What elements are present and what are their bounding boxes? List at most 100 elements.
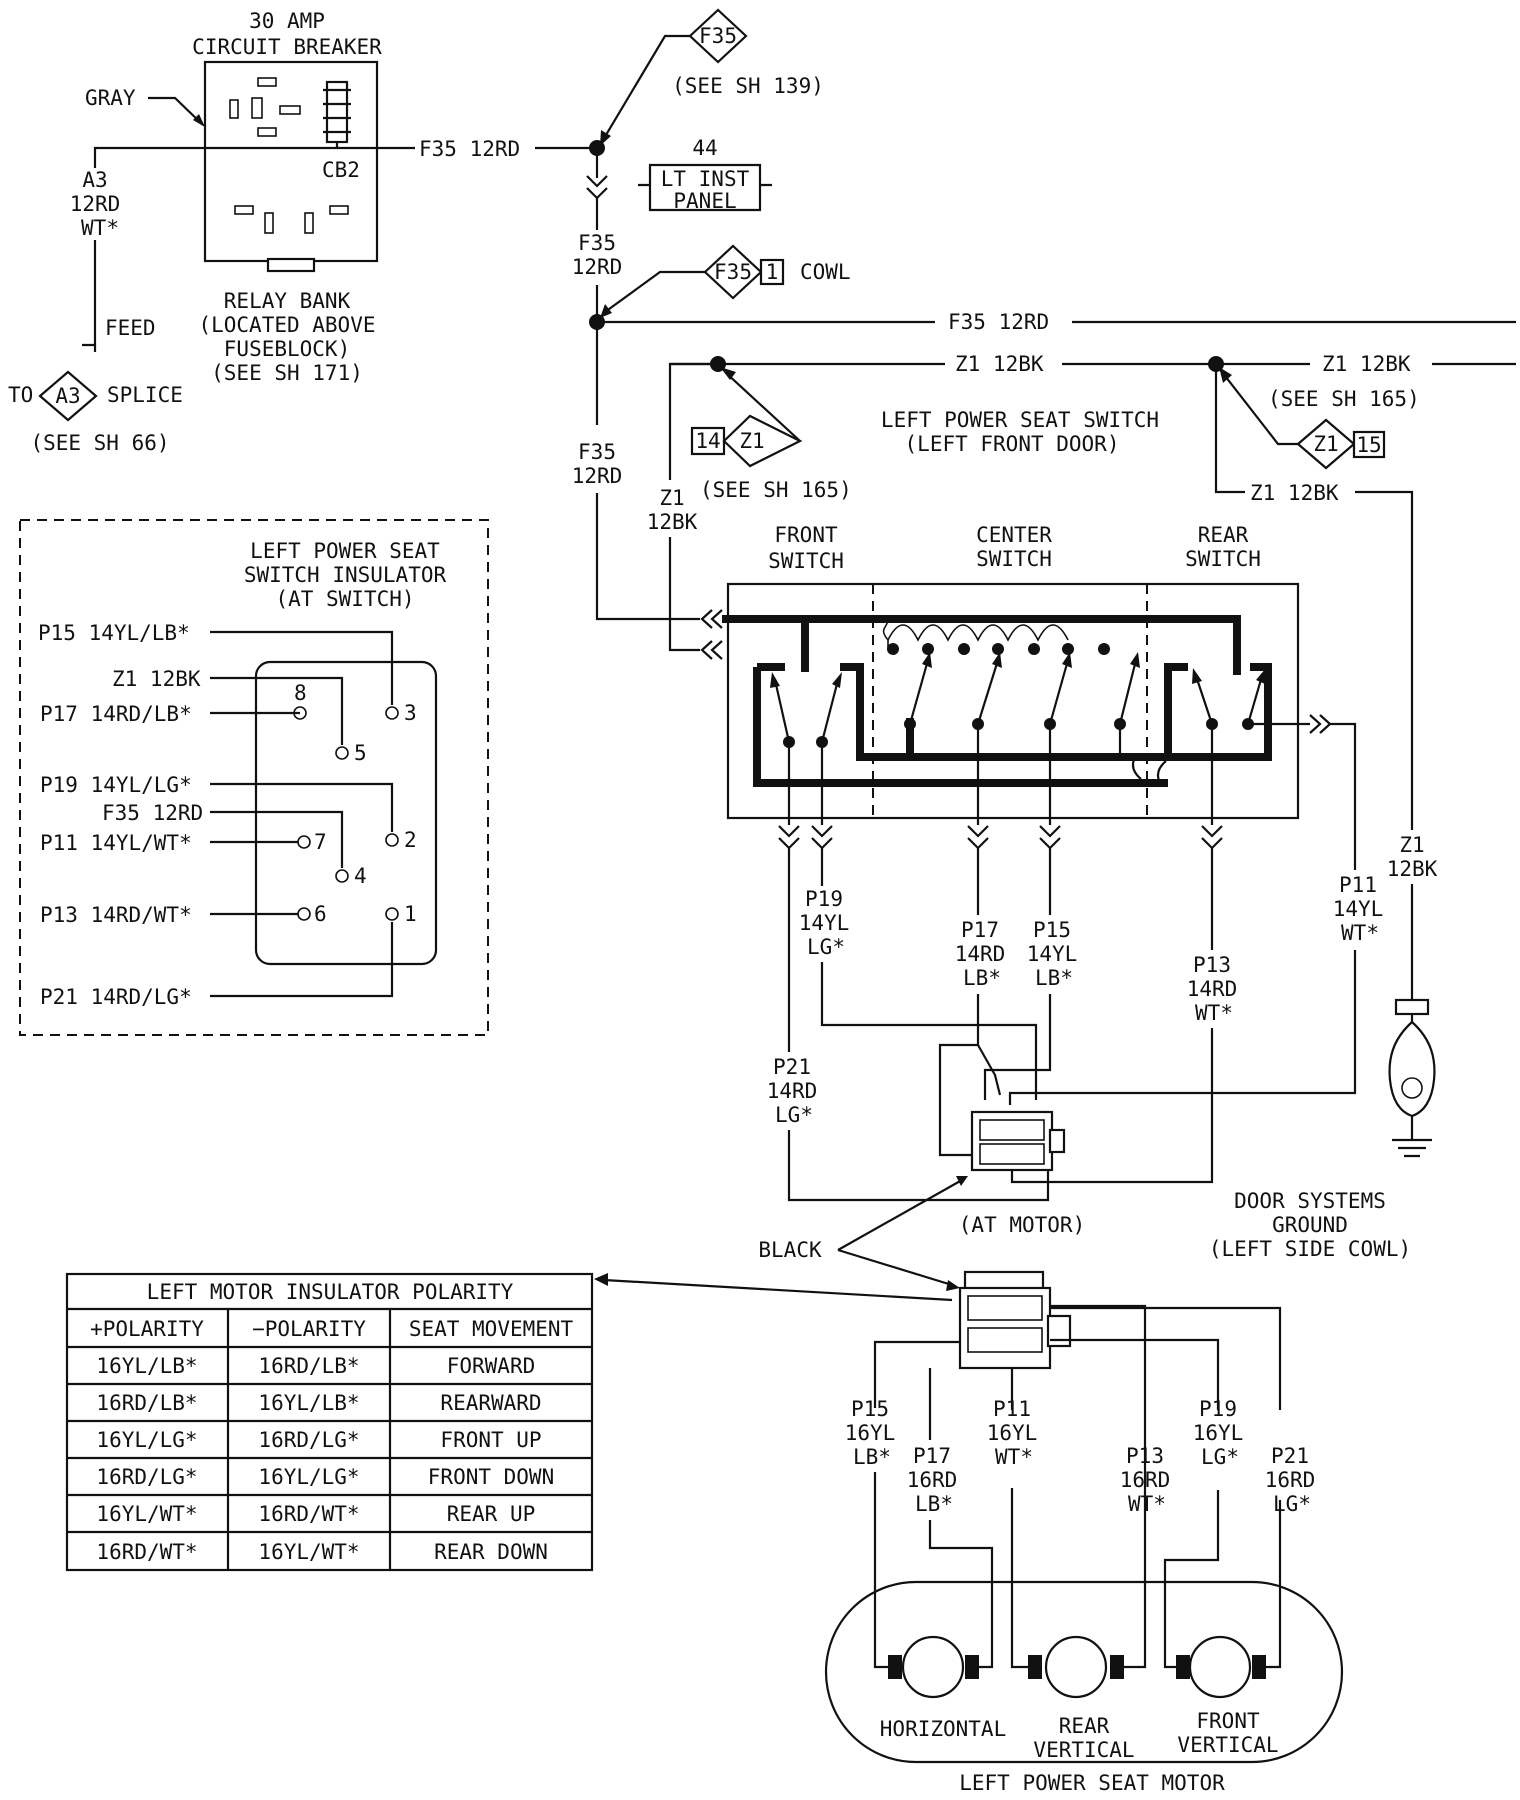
f35-vertical-1: F35 xyxy=(578,231,616,255)
mw-p15-3: LB* xyxy=(853,1445,891,1469)
table-cell: REARWARD xyxy=(440,1391,541,1415)
f35-main-label: F35 12RD xyxy=(948,310,1049,334)
mw-p17-3: LB* xyxy=(915,1492,953,1516)
cowl-pin: 1 xyxy=(766,260,779,284)
table-cell: 16RD/LB* xyxy=(96,1391,197,1415)
f35-flag-diamond xyxy=(688,8,748,64)
motor-insulator-connector xyxy=(873,1270,1282,1655)
wire-p21-2: 14RD xyxy=(767,1079,818,1103)
relay-bank-label-1: RELAY BANK xyxy=(224,289,351,313)
switch-housing xyxy=(726,582,1300,820)
wire-p13-1: P13 xyxy=(1193,953,1231,977)
ins-wire-f35: F35 12RD xyxy=(102,801,203,825)
table-cell: REAR DOWN xyxy=(434,1540,548,1564)
motor-housing xyxy=(824,1580,1344,1764)
mw-p15-1: P15 xyxy=(851,1397,889,1421)
switch-title-1: LEFT POWER SEAT SWITCH xyxy=(881,408,1159,432)
pin-8: 8 xyxy=(294,681,307,705)
inst-panel-label-2: PANEL xyxy=(673,189,736,213)
z1-label-c: Z1 12BK xyxy=(1250,481,1339,505)
table-cell: REAR UP xyxy=(447,1502,536,1526)
wire-p15-2: 14YL xyxy=(1027,942,1078,966)
relay-slot xyxy=(304,212,314,234)
insulator-title-3: (AT SWITCH) xyxy=(275,587,414,611)
relay-slot xyxy=(229,99,239,119)
wire-p15-1: P15 xyxy=(1033,918,1071,942)
table-cell: FRONT UP xyxy=(440,1428,541,1452)
ground-label-1: DOOR SYSTEMS xyxy=(1234,1189,1386,1213)
table-cell: 16YL/LB* xyxy=(258,1391,359,1415)
ground-lug-top xyxy=(1394,998,1430,1016)
wire-p13-3: WT* xyxy=(1195,1001,1233,1025)
table-header-movement: SEAT MOVEMENT xyxy=(409,1317,574,1341)
mw-p17-2: 16RD xyxy=(907,1468,958,1492)
mw-p11-3: WT* xyxy=(995,1445,1033,1469)
table-title: LEFT MOTOR INSULATOR POLARITY xyxy=(147,1280,514,1304)
mw-p19-2: 16YL xyxy=(1193,1421,1244,1445)
wire-z1-2: 12BK xyxy=(1387,857,1438,881)
z1-vertical-2: 12BK xyxy=(647,510,698,534)
feed-to: TO xyxy=(8,383,33,407)
ins-wire-p21: P21 14RD/LG* xyxy=(40,985,192,1009)
table-cell: 16RD/WT* xyxy=(96,1540,197,1564)
f35-flag-ref: (SEE SH 139) xyxy=(672,74,824,98)
motor-rear-label-2: VERTICAL xyxy=(1033,1738,1134,1762)
center-switch-label-2: SWITCH xyxy=(976,547,1052,571)
insulator-title-1: LEFT POWER SEAT xyxy=(250,539,440,563)
ground-label-3: (LEFT SIDE COWL) xyxy=(1209,1237,1411,1261)
motor-title: LEFT POWER SEAT MOTOR xyxy=(959,1771,1225,1795)
mw-p15-2: 16YL xyxy=(845,1421,896,1445)
mw-p11-2: 16YL xyxy=(987,1421,1038,1445)
feed-ref: (SEE SH 66) xyxy=(30,431,169,455)
relay-slot xyxy=(329,205,349,215)
f35-flag-label: F35 xyxy=(699,24,737,48)
insulator-dashed-border xyxy=(19,519,489,1036)
wire-p17-2: 14RD xyxy=(955,942,1006,966)
wire-p21-3: LG* xyxy=(775,1103,813,1127)
mw-p13-1: P13 xyxy=(1126,1444,1164,1468)
wire-p11-2: 14YL xyxy=(1333,897,1384,921)
mw-p13-3: WT* xyxy=(1128,1492,1166,1516)
pin-3: 3 xyxy=(404,701,417,725)
rear-vertical-motor xyxy=(1044,1635,1108,1699)
motor-front-label-1: FRONT xyxy=(1196,1709,1260,1733)
mw-p19-1: P19 xyxy=(1199,1397,1237,1421)
relay-slot xyxy=(251,97,263,119)
relay-bank-label-4: (SEE SH 171) xyxy=(211,361,363,385)
connector-at-motor: (AT MOTOR) BLACK xyxy=(758,1110,1085,1291)
horizontal-motor xyxy=(901,1635,965,1699)
mw-p11-1: P11 xyxy=(993,1397,1031,1421)
pin-2: 2 xyxy=(404,828,417,852)
motor-connector-body xyxy=(970,1110,1054,1172)
z1-ref-right: (SEE SH 165) xyxy=(1268,387,1420,411)
f35-vertical-3: F35 xyxy=(578,440,616,464)
insulator-title-2: SWITCH INSULATOR xyxy=(244,563,447,587)
relay-slot xyxy=(234,205,254,215)
z1-label-a: Z1 12BK xyxy=(955,352,1044,376)
table-cell: FRONT DOWN xyxy=(428,1465,554,1489)
table-cell: 16YL/WT* xyxy=(258,1540,359,1564)
feed-wire-1: A3 xyxy=(82,168,107,192)
ins-wire-p19: P19 14YL/LG* xyxy=(40,773,192,797)
mw-p19-3: LG* xyxy=(1201,1445,1239,1469)
cowl-pin-box xyxy=(759,258,785,286)
relay-slot xyxy=(257,77,277,87)
switch-title-2: (LEFT FRONT DOOR) xyxy=(905,432,1120,456)
inst-panel-box xyxy=(648,163,762,212)
wire-p13-2: 14RD xyxy=(1187,977,1238,1001)
table-cell: 16RD/LG* xyxy=(258,1428,359,1452)
f35-vertical-2: 12RD xyxy=(572,255,623,279)
a3-connector-diamond xyxy=(38,370,98,422)
pin-5: 5 xyxy=(354,741,367,765)
relay-slot xyxy=(264,212,274,234)
mw-p17-1: P17 xyxy=(913,1444,951,1468)
table-cell: 16RD/LB* xyxy=(258,1354,359,1378)
table-header-plus: +POLARITY xyxy=(90,1317,204,1341)
f35-wire-label: F35 12RD xyxy=(419,137,520,161)
pin-7: 7 xyxy=(314,830,327,854)
motor-horizontal-label: HORIZONTAL xyxy=(880,1717,1006,1741)
mw-p21-2: 16RD xyxy=(1265,1468,1316,1492)
door-ground: DOOR SYSTEMS GROUND (LEFT SIDE COWL) xyxy=(1209,998,1436,1261)
cowl-flag-label: F35 xyxy=(714,260,752,284)
seat-switch-assembly: FRONT SWITCH CENTER SWITCH REAR SWITCH xyxy=(722,523,1357,870)
